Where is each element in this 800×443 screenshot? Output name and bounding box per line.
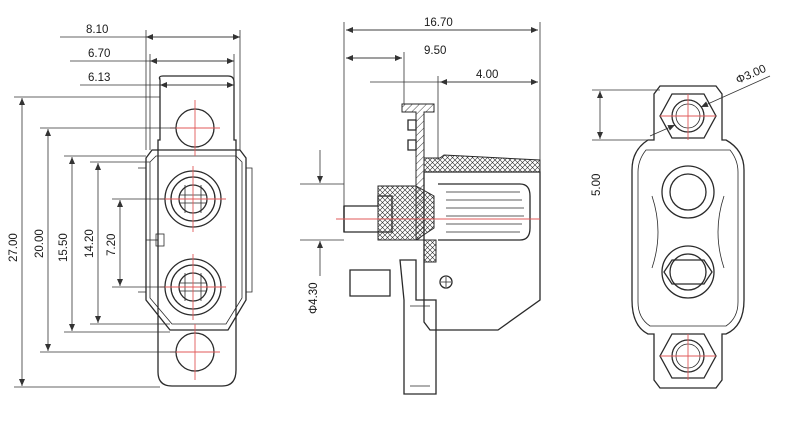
dim-height-15-50: 15.50 xyxy=(58,233,70,262)
dim-length-4-00: 4.00 xyxy=(476,69,498,81)
dim-length-9-50: 9.50 xyxy=(424,45,446,57)
dim-length-16-70: 16.70 xyxy=(424,17,453,29)
side-view-dimensions: 16.70 9.50 4.00 Φ4.30 xyxy=(300,17,541,314)
dim-width-6-70: 6.70 xyxy=(88,48,110,60)
dim-height-7-20: 7.20 xyxy=(106,234,118,256)
back-view xyxy=(631,85,745,389)
dim-height-27-00: 27.00 xyxy=(8,233,20,262)
dim-diameter-3-00: Φ3.00 xyxy=(734,63,768,87)
dim-height-5-00: 5.00 xyxy=(591,174,603,196)
side-view xyxy=(336,103,541,395)
dim-diameter-4-30: Φ4.30 xyxy=(308,282,320,314)
dim-width-8-10: 8.10 xyxy=(86,24,108,36)
dim-width-6-13: 6.13 xyxy=(88,72,110,84)
dim-height-14-20: 14.20 xyxy=(84,229,96,258)
dim-height-20-00: 20.00 xyxy=(34,229,46,258)
front-view-dimensions: 8.10 6.70 6.13 27.00 20.00 15.50 14.20 7… xyxy=(8,24,241,388)
front-view xyxy=(138,75,253,387)
